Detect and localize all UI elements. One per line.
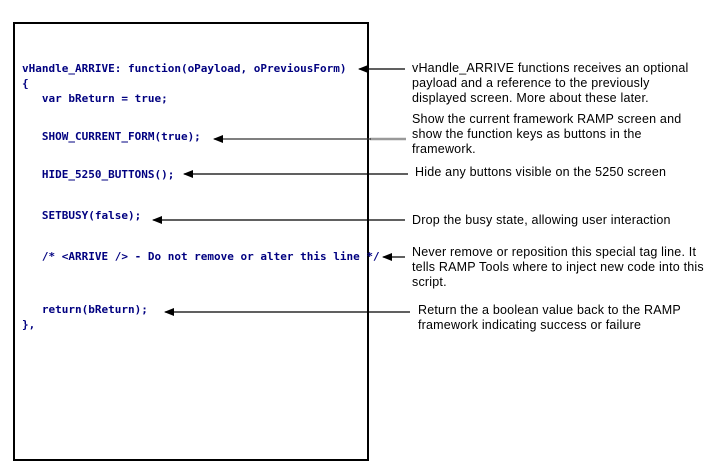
code-line-show-current-form: SHOW_CURRENT_FORM(true); xyxy=(22,130,201,143)
code-line-open-brace: { xyxy=(22,77,29,90)
code-line-setbusy: SETBUSY(false); xyxy=(22,209,142,222)
annotation-return: Return the a boolean value back to the R… xyxy=(418,303,681,332)
code-line-var-breturn: var bReturn = true; xyxy=(22,92,168,105)
code-line-vhandle-arrive: vHandle_ARRIVE: function(oPayload, oPrev… xyxy=(22,62,347,75)
code-line-return: return(bReturn); xyxy=(22,303,148,316)
annotation-setbusy: Drop the busy state, allowing user inter… xyxy=(412,213,671,227)
annotation-show-current-form: Show the current framework RAMP screen a… xyxy=(412,112,682,156)
annotation-hide-5250-buttons: Hide any buttons visible on the 5250 scr… xyxy=(415,165,667,179)
code-box xyxy=(13,22,369,461)
code-line-hide-5250-buttons: HIDE_5250_BUTTONS(); xyxy=(22,168,175,181)
annotation-vhandle-arrive: vHandle_ARRIVE functions receives an opt… xyxy=(412,61,689,105)
annotation-arrive-tag: Never remove or reposition this special … xyxy=(412,245,704,289)
code-line-close-brace: }, xyxy=(22,318,36,331)
code-line-arrive-tag-comment: /* <ARRIVE /> - Do not remove or alter t… xyxy=(22,250,380,263)
